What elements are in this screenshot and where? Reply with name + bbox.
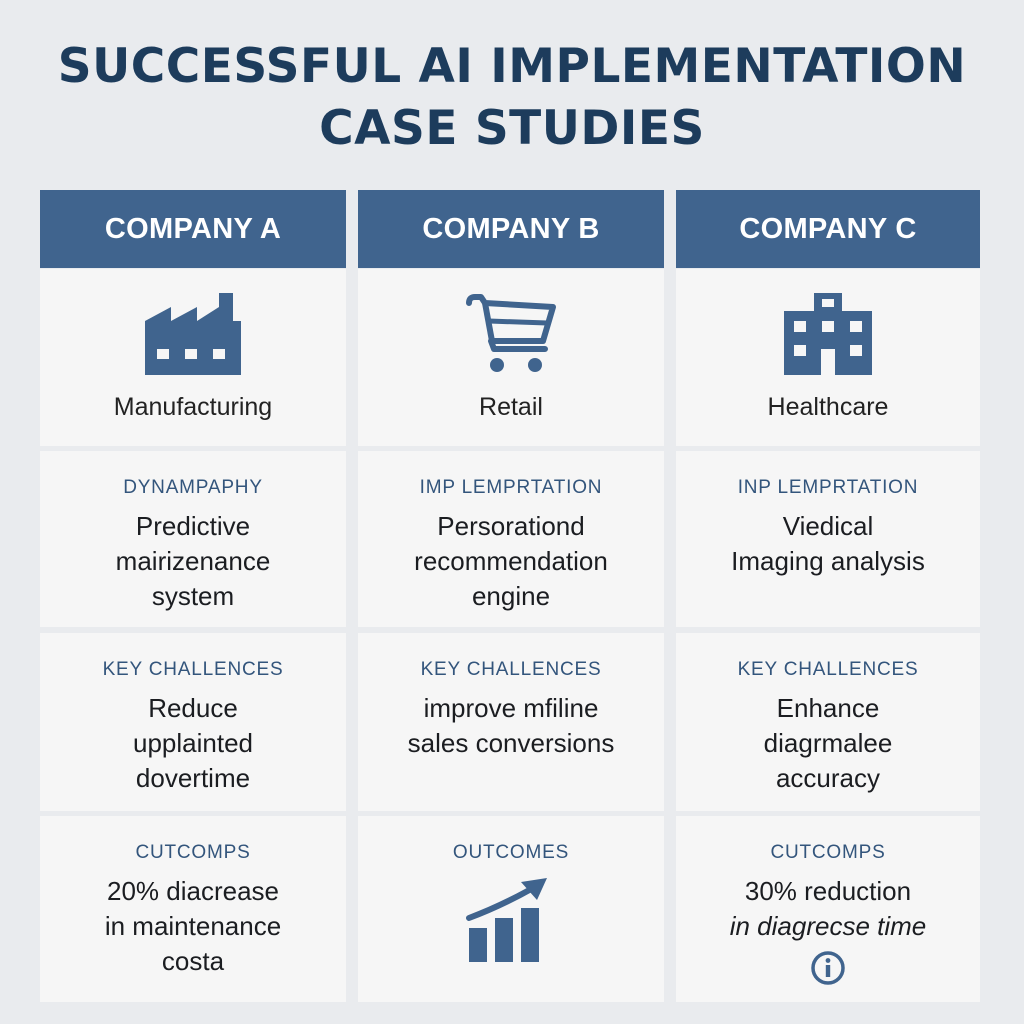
company-b-challenges-line-1: improve mfiline <box>423 693 599 723</box>
company-c-challenges-line-2: diagrmalee <box>763 728 893 758</box>
company-b-implementation-cell: IMP LEMPRTATION Persorationd recommendat… <box>358 451 664 627</box>
company-c-challenges-cell: KEY CHALLENCES Enhance diagrmalee accura… <box>676 633 980 811</box>
company-c-challenges-line-1: Enhance <box>776 693 880 723</box>
company-a-implementation-text: Predictive mairizenance system <box>40 509 346 614</box>
company-c-implementation-text: Viedical Imaging analysis <box>676 509 980 579</box>
company-a-challenges-line-2: upplainted <box>133 728 253 758</box>
company-c-outcomes-text: 30% reduction in diagrecse time <box>676 874 980 944</box>
company-a-outcomes-text: 20% diacrease in maintenance costa <box>40 874 346 979</box>
company-c-challenges-line-3: accuracy <box>775 763 881 793</box>
company-b-implementation-line-2: recommendation <box>414 546 608 576</box>
company-c-outcomes-label: CUTCOMPS <box>770 842 886 863</box>
company-a-outcomes-cell: CUTCOMPS 20% diacrease in maintenance co… <box>40 816 346 1002</box>
company-c-outcomes-line-2: in diagrecse time <box>729 911 927 941</box>
company-b-challenges-cell: KEY CHALLENCES improve mfiline sales con… <box>358 633 664 811</box>
page-title: SUCCESSFUL AI IMPLEMENTATION CASE STUDIE… <box>0 36 1024 160</box>
company-c-challenges-text: Enhance diagrmalee accuracy <box>676 691 980 796</box>
company-b-implementation-line-1: Persorationd <box>437 511 585 541</box>
company-a-header: COMPANY A <box>40 190 346 268</box>
company-b-challenges-line-2: sales conversions <box>407 728 615 758</box>
company-c-outcomes-line-1: 30% reduction <box>744 876 912 906</box>
page-title-line-1: SUCCESSFUL AI IMPLEMENTATION <box>57 39 967 94</box>
company-a-challenges-text: Reduce upplainted dovertime <box>40 691 346 796</box>
company-a-implementation-label: DYNAMPAPHY <box>123 477 263 498</box>
company-c-implementation-line-2: Imaging analysis <box>731 546 925 576</box>
company-a-implementation-line-2: mairizenance <box>115 546 271 576</box>
company-b-challenges-text: improve mfiline sales conversions <box>358 691 664 761</box>
company-a-implementation-cell: DYNAMPAPHY Predictive mairizenance syste… <box>40 451 346 627</box>
company-c-implementation-line-1: Viedical <box>782 511 874 541</box>
company-a-challenges-line-1: Reduce <box>148 693 238 723</box>
company-a-challenges-cell: KEY CHALLENCES Reduce upplainted doverti… <box>40 633 346 811</box>
company-a-column: COMPANY A Manufacturing DYNAMPAPHY Predi… <box>40 190 346 1004</box>
company-c-industry: Healthcare <box>767 393 889 421</box>
company-a-outcomes-line-3: costa <box>161 946 225 976</box>
company-a-outcomes-line-2: in maintenance <box>104 911 282 941</box>
company-b-outcomes-cell: OUTCOMES <box>358 816 664 1002</box>
company-a-implementation-line-3: system <box>151 581 235 611</box>
company-c-implementation-cell: INP LEMPRTATION Viedical Imaging analysi… <box>676 451 980 627</box>
company-a-industry-cell: Manufacturing <box>40 269 346 446</box>
company-b-outcomes-label: OUTCOMES <box>452 842 570 863</box>
company-b-implementation-label: IMP LEMPRTATION <box>419 477 603 498</box>
company-a-implementation-line-1: Predictive <box>135 511 251 541</box>
company-b-column: COMPANY B Retail IMP LEMPRTATION Persora… <box>358 190 664 1004</box>
company-b-challenges-label: KEY CHALLENCES <box>420 659 602 680</box>
company-c-implementation-label: INP LEMPRTATION <box>737 477 919 498</box>
company-b-industry-cell: Retail <box>358 269 664 446</box>
company-c-header: COMPANY C <box>676 190 980 268</box>
info-icon <box>811 951 845 985</box>
company-b-implementation-text: Persorationd recommendation engine <box>358 509 664 614</box>
company-c-industry-cell: Healthcare <box>676 269 980 446</box>
company-a-industry: Manufacturing <box>113 393 273 421</box>
company-c-column: COMPANY C Healthcare INP LEMPRTATION Vie… <box>676 190 980 1004</box>
shopping-cart-icon <box>466 294 556 372</box>
company-a-challenges-label: KEY CHALLENCES <box>102 659 284 680</box>
page-title-line-2: CASE STUDIES <box>319 101 705 156</box>
company-a-challenges-line-3: dovertime <box>135 763 251 793</box>
company-a-outcomes-label: CUTCOMPS <box>135 842 251 863</box>
hospital-building-icon <box>784 293 872 375</box>
growth-chart-icon <box>466 878 547 962</box>
factory-icon <box>145 293 241 375</box>
company-b-implementation-line-3: engine <box>471 581 551 611</box>
company-b-header: COMPANY B <box>358 190 664 268</box>
company-a-outcomes-line-1: 20% diacrease <box>107 876 279 906</box>
company-c-challenges-label: KEY CHALLENCES <box>737 659 919 680</box>
company-c-outcomes-cell: CUTCOMPS 30% reduction in diagrecse time <box>676 816 980 1002</box>
company-b-industry: Retail <box>479 393 543 421</box>
